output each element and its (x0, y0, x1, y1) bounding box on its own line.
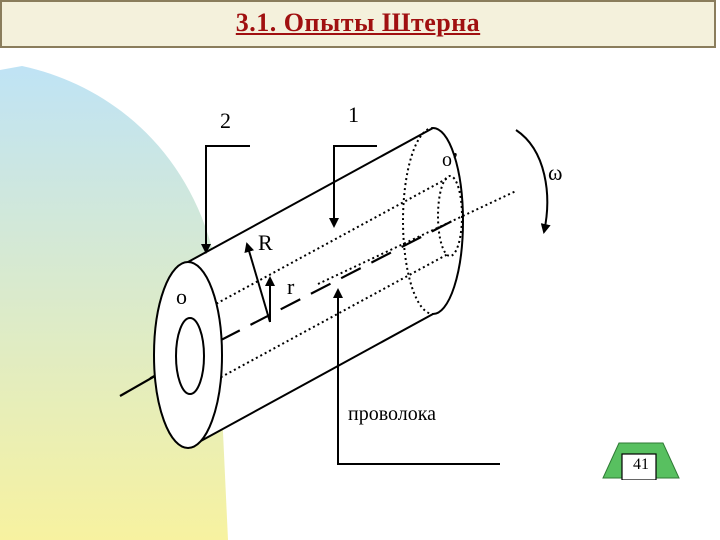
label-beam-2: 2 (220, 108, 231, 133)
rotation-axis-dashed (189, 216, 461, 357)
label-wire: проволока (348, 403, 436, 425)
cylinder-top-edge (187, 127, 434, 263)
radius-R-arrow (244, 242, 271, 323)
inner-far-end-ellipse (437, 175, 463, 257)
far-end-outer-arc (432, 127, 464, 315)
label-omega: ω (548, 160, 562, 185)
slide-title: 3.1. Опыты Штерна (235, 8, 481, 37)
cylinder-bottom-edge (187, 313, 434, 449)
beam-2-arrow (201, 145, 250, 254)
label-r: r (287, 274, 295, 299)
label-o-prime: o’ (442, 149, 459, 171)
rotation-direction-arrow (515, 129, 551, 234)
label-beam-1: 1 (348, 102, 359, 127)
inner-cylinder-bottom-edge (189, 253, 449, 395)
inner-cylinder-top-edge (189, 177, 449, 319)
title-bar: 3.1. Опыты Штерна (0, 0, 716, 48)
outer-cylinder-body (188, 128, 463, 448)
rotation-axis-dotted (317, 190, 517, 285)
inner-front-face (175, 317, 205, 395)
page-number-badge: 41 (601, 440, 681, 481)
label-o: o (176, 284, 187, 309)
beam-1-arrow (329, 145, 377, 228)
wire-pointer-arrow (333, 288, 500, 465)
label-R: R (258, 230, 273, 255)
page-badge-icon (602, 442, 680, 481)
page-number: 41 (633, 456, 649, 473)
